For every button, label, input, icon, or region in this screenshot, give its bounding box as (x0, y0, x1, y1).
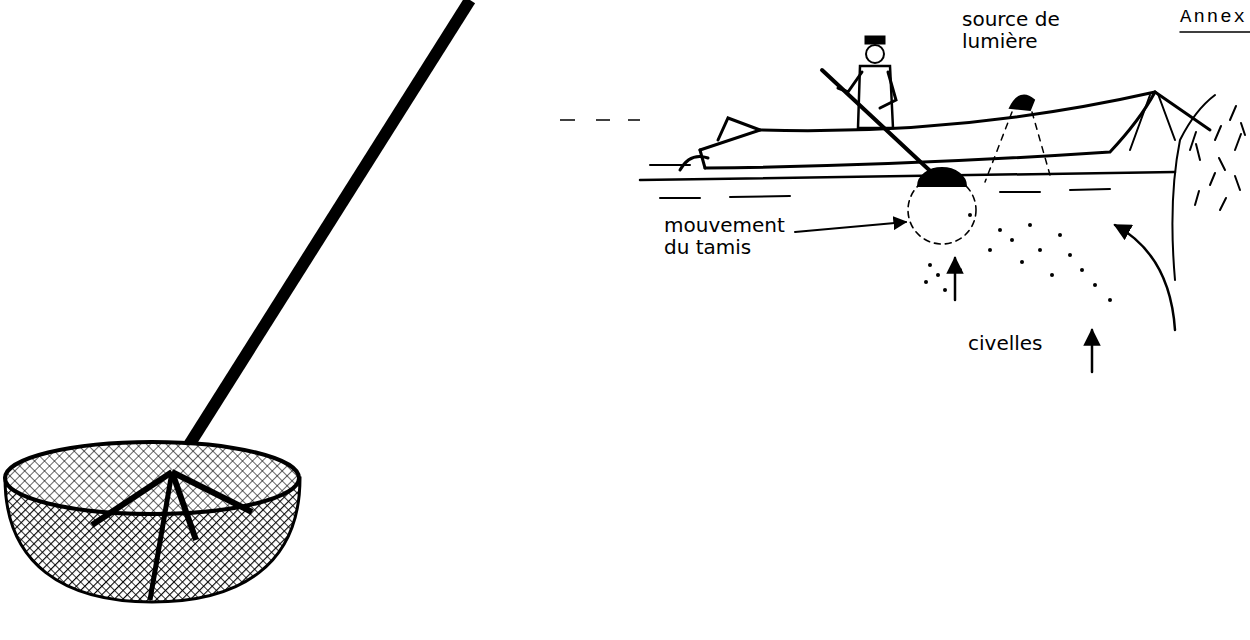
fishing-scene-path (918, 168, 966, 186)
fishing-scene-g-circle (1010, 238, 1014, 242)
fishing-scene-g-circle (968, 213, 972, 217)
fishing-scene-g-circle (1058, 233, 1062, 237)
fishing-scene-path (1190, 106, 1245, 210)
fishing-scene-circle (908, 176, 976, 244)
fishing-scene-path (1010, 96, 1034, 111)
fishing-scene-g-circle (1068, 253, 1072, 257)
sieve-illustration-ellipse (5, 442, 299, 514)
fishing-scene-line (1130, 95, 1150, 150)
fishing-scene-g-circle (924, 280, 928, 284)
fishing-scene-g-circle (998, 228, 1002, 232)
fishing-scene-path (650, 165, 1110, 198)
fishing-scene-g-circle (1038, 248, 1042, 252)
fishing-scene-path (880, 72, 896, 108)
fishing-scene (640, 32, 1250, 372)
fishing-scene-path (705, 92, 1155, 168)
sieve-illustration-line (150, 472, 172, 600)
fishing-scene-path (640, 172, 1175, 180)
fishing-scene-g-circle (1050, 273, 1054, 277)
glass-eel-label: civelles (968, 332, 1078, 354)
fishing-scene-path (718, 118, 760, 140)
sieve-movement-label: mouvement du tamis (664, 214, 786, 258)
fishing-scene-path (700, 150, 705, 168)
fishing-scene-g (924, 213, 1112, 302)
fishing-scene-line (1158, 94, 1175, 140)
fishing-scene-g-circle (1080, 268, 1084, 272)
fishing-scene-path (680, 157, 708, 171)
light-source-label: source de lumière (962, 8, 1074, 52)
fishing-scene-line (795, 222, 906, 232)
sieve-illustration-line (628, 119, 640, 121)
annex-heading: Annex (1180, 6, 1250, 28)
fishing-scene-g-circle (1020, 260, 1024, 264)
fishing-scene-circle (866, 45, 884, 63)
fishing-scene-g-circle (943, 288, 947, 292)
fishing-scene-line (985, 112, 1012, 182)
fishing-scene-g-circle (1093, 283, 1097, 287)
fishing-scene-line (1032, 112, 1050, 175)
fishing-scene-g-circle (936, 273, 940, 277)
fishing-scene-g-circle (1108, 298, 1112, 302)
sieve-illustration (5, 0, 640, 602)
fishing-scene-g-circle (988, 248, 992, 252)
sieve-illustration-line (596, 119, 610, 121)
fishing-scene-line (954, 258, 957, 300)
sieve-illustration-line (92, 472, 172, 525)
sieve-illustration-line (172, 472, 252, 512)
fishing-scene-g-circle (928, 263, 932, 267)
fishing-scene-g-circle (958, 268, 962, 272)
fishing-scene-rect (865, 36, 885, 44)
sieve-illustration-line (172, 0, 470, 472)
fishing-scene-path (700, 92, 1155, 150)
fishing-scene-line (1180, 31, 1250, 33)
fishing-scene-path (1115, 225, 1175, 330)
fishing-scene-g-circle (1028, 223, 1032, 227)
fishing-scene-path (1172, 95, 1215, 280)
sieve-illustration-line (560, 119, 575, 121)
fishing-scene-line (1091, 330, 1094, 372)
